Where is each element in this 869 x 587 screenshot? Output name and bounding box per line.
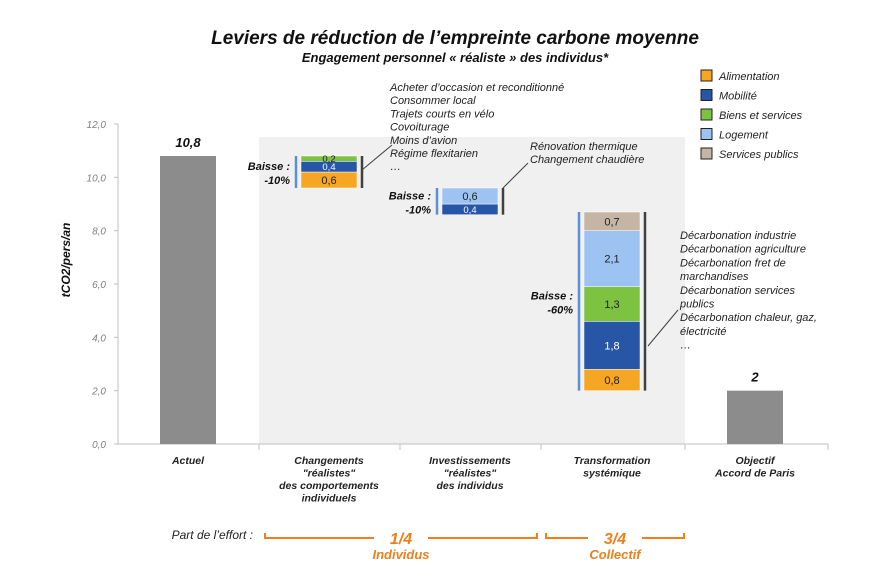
annotation-line: Covoiturage xyxy=(390,122,449,134)
annotation-line: Régime flexitarien xyxy=(390,148,478,160)
legend-swatch xyxy=(700,89,713,101)
effort-fraction: 1/4 xyxy=(390,531,412,548)
x-tick-label-line: Accord de Paris xyxy=(714,468,795,480)
effort-bracket xyxy=(428,533,538,539)
annotation-line: Décarbonation services xyxy=(680,285,795,297)
baisse-value: -10% xyxy=(405,204,431,216)
segment-label: 0,8 xyxy=(604,375,619,387)
total-bar xyxy=(160,156,216,444)
legend-swatch xyxy=(700,147,713,160)
x-tick-label: Investissements"réalistes"des individus xyxy=(429,455,511,492)
segment-bar xyxy=(583,211,641,231)
x-tick-label-line: Transformation xyxy=(574,455,651,467)
segment-label: 1,3 xyxy=(604,299,619,311)
legend-swatch xyxy=(700,69,713,82)
y-axis-label: tCO2/pers/an xyxy=(59,223,73,298)
annotation-line: Décarbonation industrie xyxy=(680,230,796,242)
annotation-line: Changement chaudière xyxy=(530,154,644,166)
segment-label: 0,2 xyxy=(322,154,335,165)
effort-fraction: 3/4 xyxy=(604,531,626,548)
x-tick-label-line: "réalistes" xyxy=(303,468,357,480)
baisse-value: -10% xyxy=(264,175,290,187)
annotation-line: Acheter d’occasion et reconditionné xyxy=(389,82,564,94)
annotation-line: Trajets courts en vélo xyxy=(390,108,494,120)
annotation-leader xyxy=(361,144,393,171)
segment-label: 0,4 xyxy=(463,205,476,216)
x-tick-label-line: individuels xyxy=(302,493,357,505)
x-tick-label-line: Investissements xyxy=(429,455,511,467)
legend-swatch xyxy=(700,128,713,140)
x-tick-label-line: Changements xyxy=(294,455,364,467)
segment-label: 2,1 xyxy=(604,254,619,266)
annotation-line: Décarbonation fret de xyxy=(680,257,786,269)
total-bar-label: 10,8 xyxy=(175,135,201,150)
segment-bar xyxy=(441,187,499,205)
segment-label: 1,8 xyxy=(604,340,619,352)
x-tick-label-line: Objectif xyxy=(735,455,776,467)
annotation-line: électricité xyxy=(680,326,726,338)
annotation-line: … xyxy=(390,161,401,173)
baisse-label: Baisse : xyxy=(531,290,574,302)
chart-subtitle: Engagement personnel « réaliste » des in… xyxy=(302,50,609,65)
x-tick-label-line: des individus xyxy=(436,480,503,492)
x-tick-label-line: "réalistes" xyxy=(444,468,498,480)
effort-label: Part de l’effort : xyxy=(172,528,253,542)
y-tick-label: 0,0 xyxy=(92,440,106,451)
annotation-line: Décarbonation chaleur, gaz, xyxy=(680,312,817,324)
annotation-line: Décarbonation agriculture xyxy=(680,244,806,256)
effort-bracket xyxy=(264,533,374,539)
baisse-label: Baisse : xyxy=(389,190,432,202)
effort-bracket xyxy=(642,533,685,539)
segment-label: 0,4 xyxy=(322,162,335,173)
x-tick-label-line: Actuel xyxy=(171,455,205,467)
y-tick-label: 10,0 xyxy=(87,173,107,184)
effort-bracket xyxy=(545,533,588,539)
legend-label: Services publics xyxy=(719,149,799,161)
x-tick-label-line: systémique xyxy=(583,468,641,480)
y-tick-label: 4,0 xyxy=(92,333,106,344)
segment-bar xyxy=(583,286,641,322)
y-tick-label: 6,0 xyxy=(92,280,106,291)
segment-bar xyxy=(300,155,358,162)
segment-label: 0,7 xyxy=(604,216,619,228)
segment-bar xyxy=(583,321,641,370)
total-bar xyxy=(727,390,783,444)
annotation-line: marchandises xyxy=(680,271,749,283)
annotation-line: Moins d’avion xyxy=(390,135,457,147)
legend-label: Biens et services xyxy=(719,110,803,122)
legend-label: Mobilité xyxy=(719,91,757,103)
baisse-value: -60% xyxy=(547,304,573,316)
segment-bar xyxy=(583,230,641,287)
segment-label: 0,6 xyxy=(462,191,477,203)
legend-swatch xyxy=(700,108,713,121)
legend-label: Alimentation xyxy=(718,71,780,83)
annotation-leader xyxy=(647,309,679,347)
annotation-line: publics xyxy=(679,299,715,311)
y-tick-label: 12,0 xyxy=(87,120,107,131)
y-tick-label: 2,0 xyxy=(91,387,106,398)
y-tick-label: 8,0 xyxy=(92,227,106,238)
chart-title: Leviers de réduction de l’empreinte carb… xyxy=(211,28,699,49)
annotation-line: Consommer local xyxy=(390,95,476,107)
baisse-label: Baisse : xyxy=(248,161,291,173)
total-bar-label: 2 xyxy=(750,370,759,385)
annotation-leader xyxy=(502,162,529,189)
annotation-line: … xyxy=(680,340,691,352)
annotation-line: Rénovation thermique xyxy=(530,141,638,153)
x-tick-label: Actuel xyxy=(171,455,205,467)
effort-group-name: Collectif xyxy=(589,547,642,562)
effort-group-name: Individus xyxy=(372,547,429,562)
legend-label: Logement xyxy=(719,130,769,142)
x-tick-label-line: des comportements xyxy=(279,480,379,492)
segment-label: 0,6 xyxy=(321,175,336,187)
